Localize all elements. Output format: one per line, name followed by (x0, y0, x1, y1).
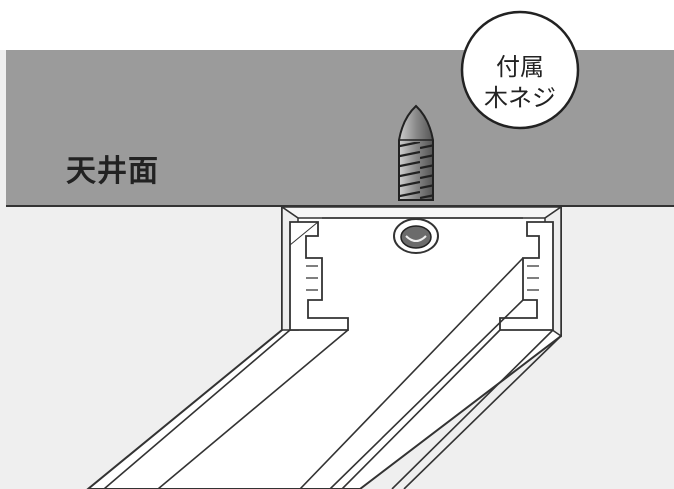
wood-screw-icon (398, 104, 434, 201)
top-margin (0, 0, 674, 50)
screw-callout-line2: 木ネジ (484, 84, 556, 112)
lighting-rail-icon (86, 205, 564, 489)
screw-callout-text: 付属 木ネジ (468, 52, 572, 114)
screw-callout-line1: 付属 (496, 53, 544, 81)
callout-bubble-icon (460, 10, 580, 130)
screw-head-icon (393, 218, 439, 254)
ceiling-surface-label: 天井面 (66, 154, 159, 189)
